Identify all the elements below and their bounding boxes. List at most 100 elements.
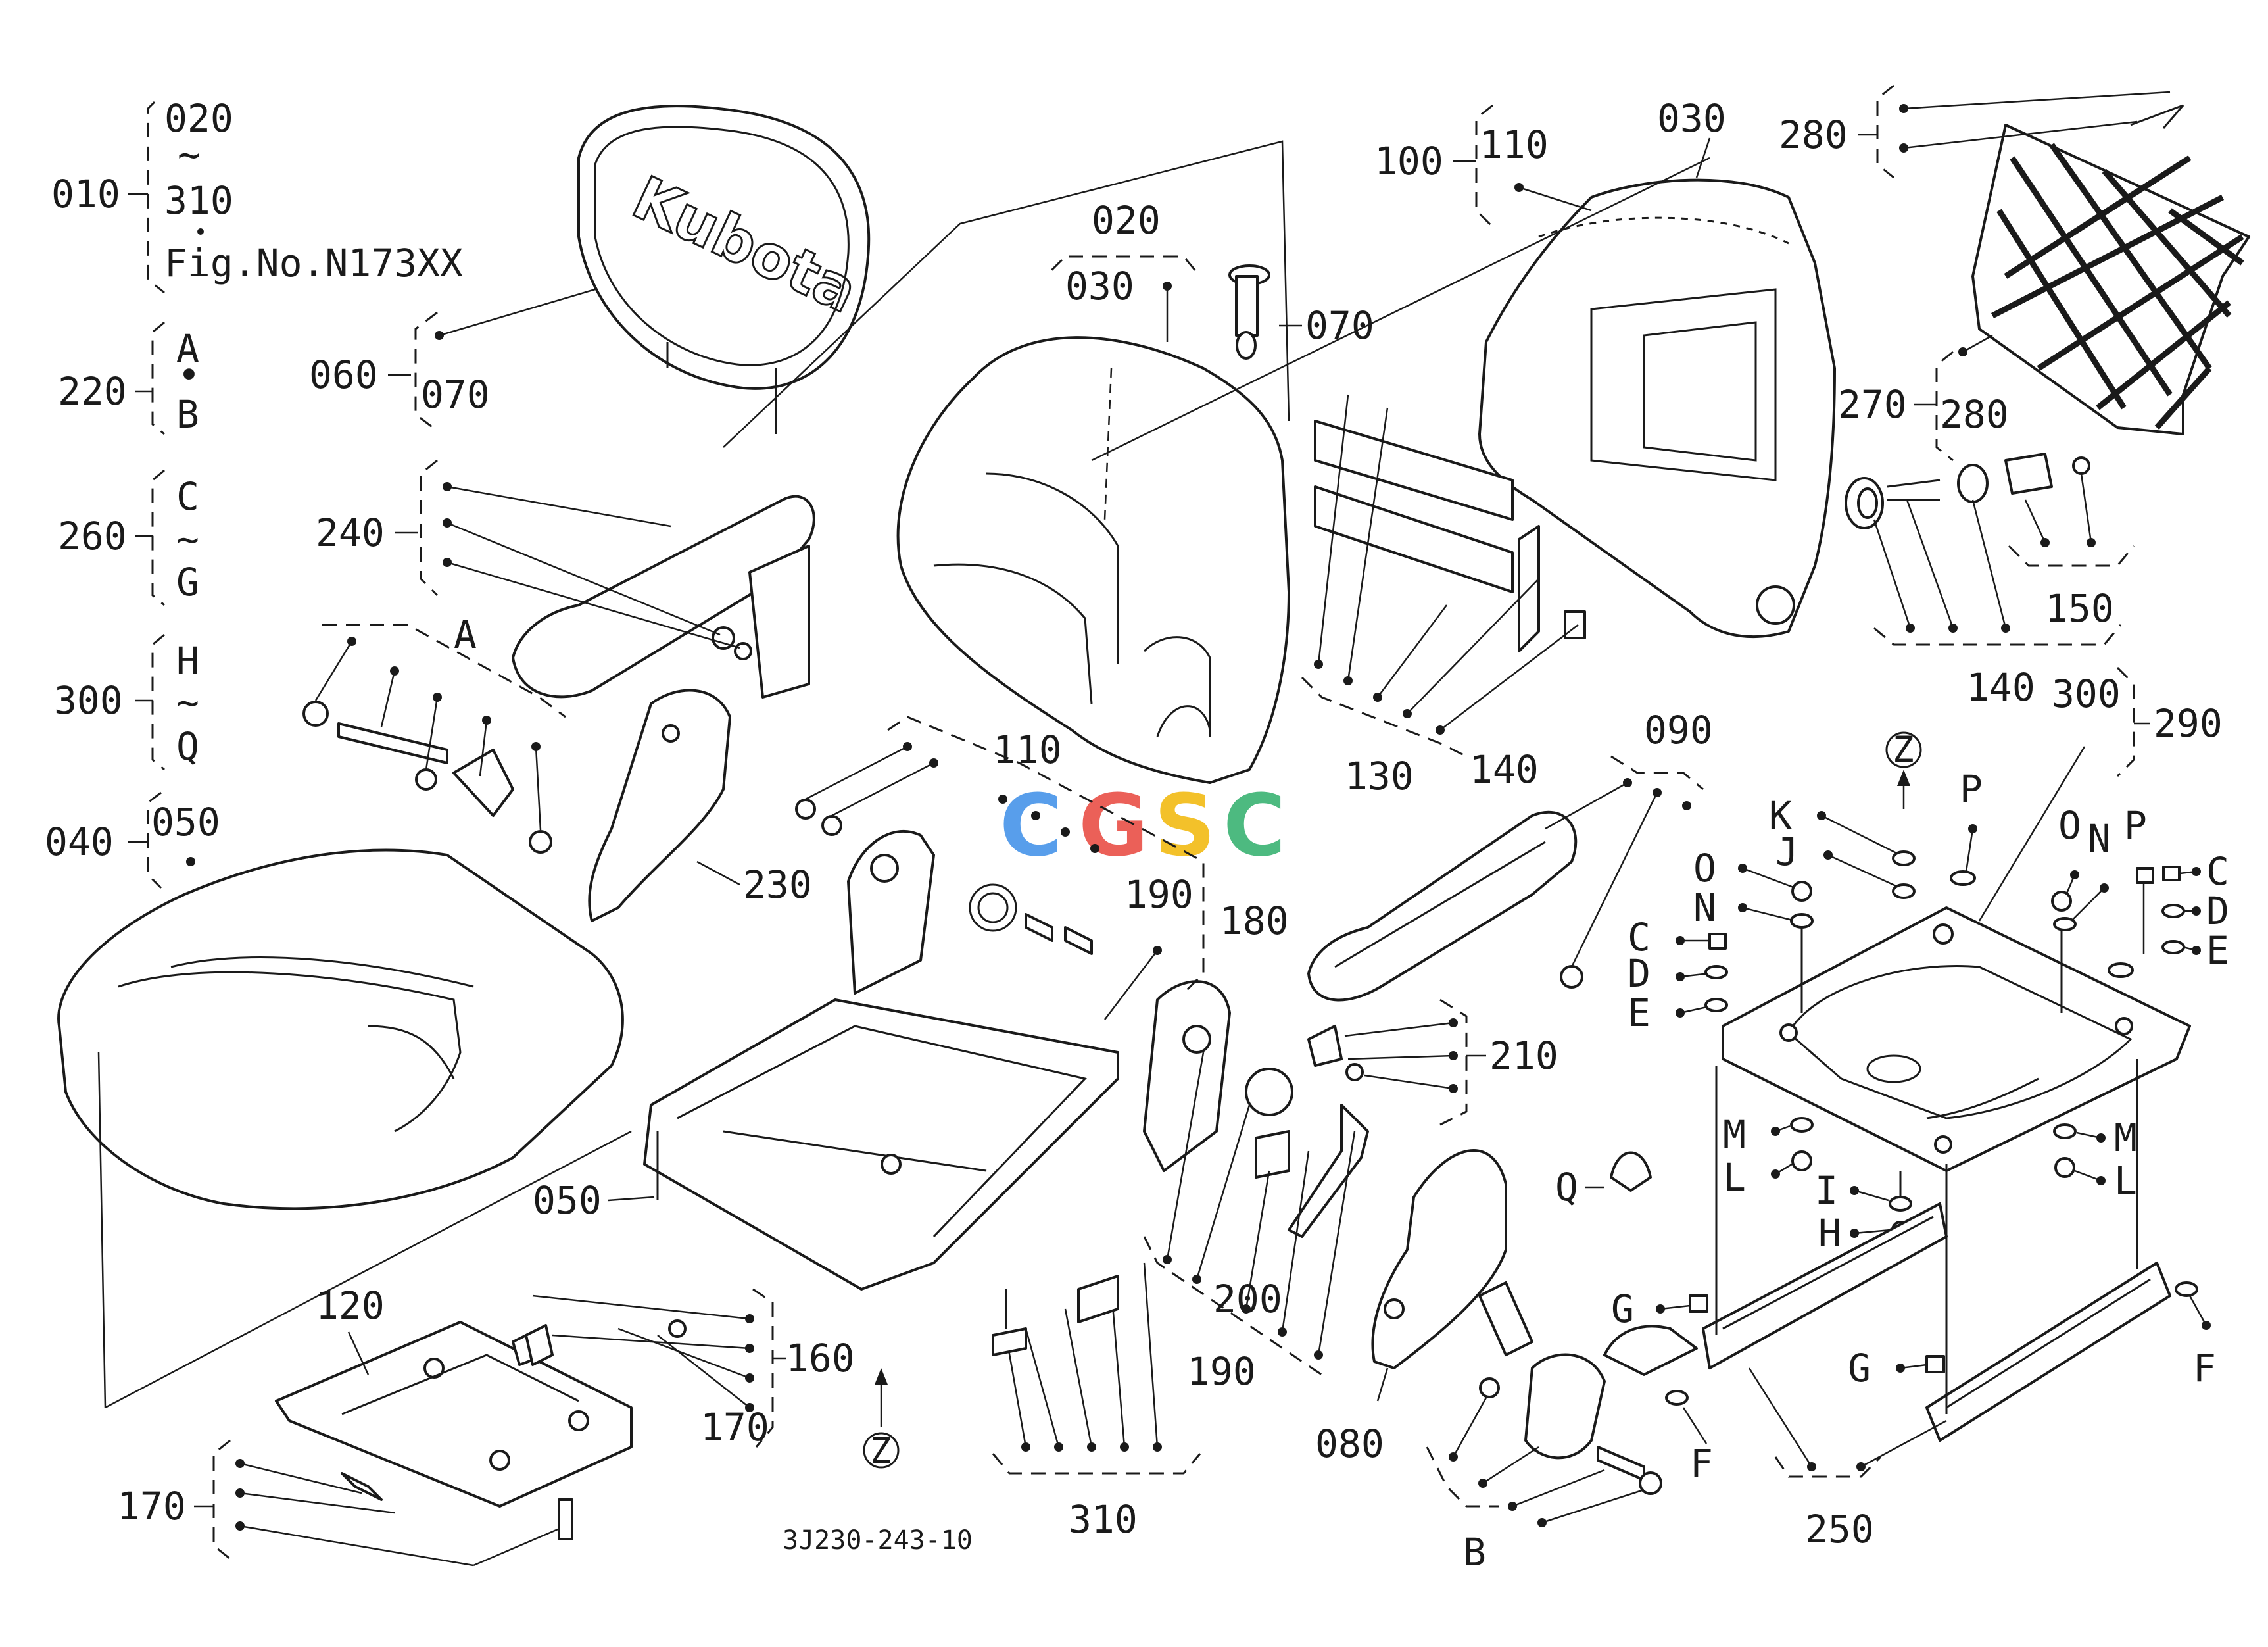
lumbar-adjuster: [1845, 453, 2090, 529]
legend-code: 220: [58, 369, 127, 414]
suspension-plate: [275, 1321, 633, 1508]
side-cover-right: [1371, 1149, 1507, 1369]
headrest: Kubota: [577, 105, 871, 434]
callout-label: 170: [117, 1484, 186, 1529]
label-110-190-180: 110 190 180: [795, 716, 1289, 1020]
legend-range-sep: •: [178, 353, 201, 397]
watermark-letter: C: [1000, 775, 1062, 875]
callout-label: 170: [700, 1405, 769, 1450]
callout-label: 100: [1374, 139, 1443, 184]
callout-label: K: [1769, 793, 1792, 838]
label-280-a: 280: [1779, 84, 2184, 179]
cable-tie-q: Q: [1555, 1151, 1652, 1210]
callout-label: I: [1815, 1168, 1838, 1213]
armrest-left: [512, 495, 815, 699]
label-240: 240: [316, 459, 740, 649]
legend-range-end: Q: [176, 724, 199, 769]
callout-label: 310: [1069, 1497, 1138, 1542]
legend-range-end: B: [176, 392, 199, 437]
callout-label: 300: [2052, 672, 2121, 716]
callout-label: M: [1723, 1112, 1746, 1157]
callout-label: 210: [1489, 1033, 1558, 1078]
rail-hardware-labels: G F G F 250: [1611, 1281, 2216, 1552]
legend-range-start: H: [176, 639, 199, 683]
label-100-110: 100 110: [1374, 104, 1592, 228]
callout-label: 230: [743, 862, 812, 907]
legend-code: 260: [58, 514, 127, 558]
legend-range-end: 310: [164, 178, 233, 223]
callout-label: Q: [1555, 1165, 1578, 1210]
seat-back-cushion: [896, 336, 1290, 784]
legend-code: 300: [54, 678, 123, 723]
callout-label: N: [1693, 885, 1716, 930]
label-130-140: 130 140: [1301, 394, 1579, 799]
callout-label: E: [2206, 928, 2229, 973]
label-210: 210: [1307, 998, 1558, 1126]
callout-label: Z: [1893, 729, 1914, 770]
legend-group-260: 260 C ~ G: [58, 469, 199, 606]
callout-label: 270: [1838, 382, 1907, 427]
label-020-030: 020 030: [1044, 198, 1201, 342]
callout-label: 190: [1187, 1349, 1256, 1394]
callout-label: 280: [1940, 392, 2009, 437]
legend-range-start: 020: [164, 96, 233, 141]
callout-label: 030: [1657, 96, 1726, 141]
callout-label: 120: [316, 1283, 385, 1328]
callout-label: 140: [1470, 747, 1539, 792]
callout-label: 020: [1092, 198, 1161, 243]
label-160-170: 160 170: [525, 1288, 855, 1450]
legend-group-220: 220 A • B: [58, 321, 201, 437]
callout-label: 250: [1805, 1507, 1874, 1552]
label-270-280: 270 280: [1838, 334, 2009, 462]
label-230: 230: [696, 860, 812, 907]
legend-range-start: A: [176, 326, 199, 371]
lumbar-support: [1314, 420, 1586, 652]
callout-label: 110: [993, 727, 1062, 772]
watermark-letter: G: [1078, 775, 1149, 875]
label-050: 050: [533, 1131, 659, 1223]
legend-code: 040: [45, 820, 114, 864]
view-arrow-z-upper: Z: [1885, 729, 1922, 809]
callout-label: G: [1848, 1346, 1871, 1390]
callout-label: J: [1775, 829, 1798, 874]
label-060-070: 060 070: [309, 288, 596, 432]
view-arrow-z-lower: Z: [863, 1368, 900, 1471]
legend-group-300: 300 H ~ Q: [54, 633, 199, 771]
callout-label: 190: [1124, 872, 1194, 917]
legend-sub-code: 050: [151, 800, 220, 845]
callout-label: C: [1628, 915, 1651, 960]
callout-label: F: [2193, 1346, 2216, 1390]
label-150: 150: [2008, 473, 2135, 631]
callout-label: 070: [421, 372, 490, 417]
callout-label: P: [2124, 803, 2147, 848]
label-200-190: 200 190: [1143, 1052, 1356, 1394]
seat-frame: [643, 829, 1231, 1291]
recline-lever: [1245, 1068, 1369, 1238]
watermark-letter: C: [1223, 775, 1286, 875]
legend-code: 010: [51, 172, 120, 216]
callout-label: N: [2088, 816, 2111, 861]
label-090: 090: [1545, 708, 1713, 968]
watermark-letter: S: [1154, 775, 1216, 875]
slide-rail-right: [1925, 1059, 2171, 1442]
callout-label: 160: [786, 1336, 855, 1381]
swivel-plate: [1722, 906, 2191, 1172]
armrest-right: [1307, 810, 1583, 1002]
legend-range-end: G: [176, 560, 199, 604]
callout-label: E: [1628, 991, 1651, 1035]
fastener-group-a: A: [302, 612, 566, 854]
callout-label: 290: [2154, 701, 2223, 746]
legend-range-sep: ~: [178, 132, 201, 177]
spring-110: [969, 883, 1093, 955]
callout-label: M: [2114, 1116, 2137, 1160]
callout-label: C: [2206, 849, 2229, 894]
drawing-number: 3J230-243-10: [783, 1525, 973, 1556]
label-140-300-290: 140 300 290: [1873, 499, 2223, 777]
back-mesh-pocket: [1971, 124, 2250, 435]
callout-label: 280: [1779, 112, 1848, 157]
legend-range-start: C: [176, 474, 199, 519]
label-120: 120: [316, 1283, 385, 1375]
callout-label: 030: [1065, 264, 1134, 308]
